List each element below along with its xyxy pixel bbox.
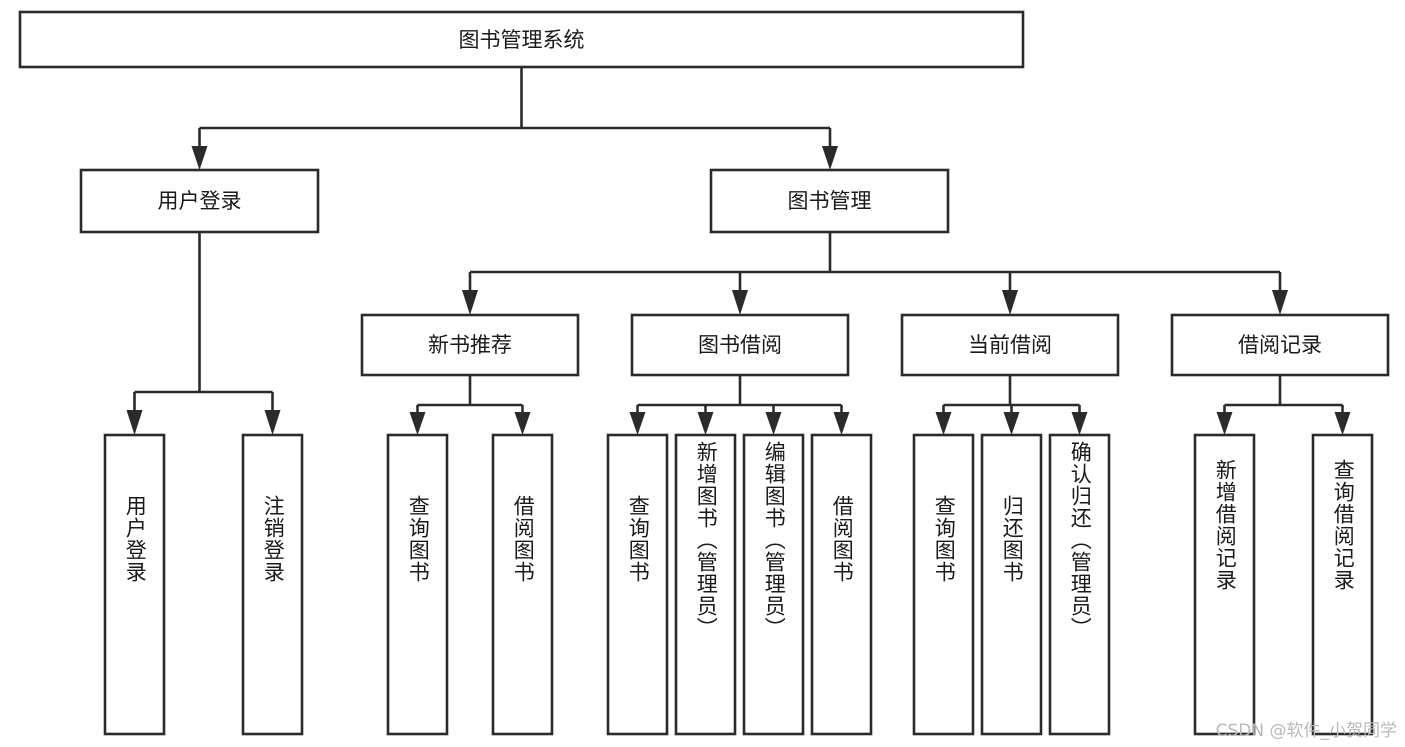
node-leaf-add-book-label: 新增图书（管理员） (694, 441, 719, 639)
node-leaf-return-book-label: 归还图书 (1000, 495, 1025, 583)
arrow-head-user-login (191, 146, 208, 170)
node-leaf-edit-book-label: 编辑图书（管理员） (762, 441, 787, 639)
node-leaf-logout-login[interactable] (241, 433, 304, 736)
arrow-head-leaf-logout-login (264, 410, 281, 435)
node-leaf-add-record-label: 新增借阅记录 (1213, 459, 1238, 591)
node-leaf-query-book-1-label: 查询图书 (406, 495, 431, 583)
node-current-borrow[interactable] (900, 313, 1120, 377)
node-leaf-borrow-book-1-label-wrap: 借阅图书 (493, 435, 552, 734)
node-leaf-borrow-book-1-label: 借阅图书 (511, 495, 536, 583)
node-leaf-add-book-label-wrap: 新增图书（管理员） (676, 435, 735, 734)
node-leaf-add-record-label-wrap: 新增借阅记录 (1195, 435, 1254, 734)
node-new-book-recommend-label: 新书推荐 (428, 333, 512, 357)
arrow-head-book-borrow (732, 290, 748, 315)
connector-group-borrow-record (1216, 375, 1351, 435)
node-leaf-query-book-2-label: 查询图书 (626, 495, 651, 583)
node-borrow-record[interactable] (1170, 313, 1390, 377)
node-leaf-query-book-1-label-wrap: 查询图书 (388, 435, 447, 734)
node-leaf-borrow-book-2-label: 借阅图书 (830, 495, 855, 583)
node-leaf-borrow-book-1[interactable] (491, 433, 554, 736)
arrow-head-leaf-query-book-1 (409, 412, 426, 435)
node-leaf-query-book-3-label-wrap: 查询图书 (914, 435, 973, 734)
arrow-head-leaf-confirm-return (1071, 412, 1088, 435)
arrow-head-book-manage (822, 146, 838, 170)
connector-group-book-borrow (629, 375, 850, 435)
node-root[interactable] (18, 10, 1025, 69)
node-leaf-logout-login-label-wrap: 注销登录 (243, 435, 302, 734)
connector-group-current-borrow (935, 375, 1088, 435)
arrow-head-borrow-record (1272, 290, 1288, 315)
node-leaf-return-book[interactable] (980, 433, 1043, 736)
node-current-borrow-label: 当前借阅 (968, 333, 1052, 357)
node-leaf-query-book-2-label-wrap: 查询图书 (608, 435, 667, 734)
node-leaf-query-record[interactable] (1311, 433, 1374, 736)
node-new-book-recommend[interactable] (360, 313, 580, 377)
node-leaf-edit-book-label-wrap: 编辑图书（管理员） (744, 435, 803, 734)
arrow-head-leaf-query-record (1334, 412, 1351, 435)
arrow-head-current-borrow (1002, 290, 1018, 315)
arrow-head-leaf-borrow-book-2 (833, 412, 850, 435)
node-book-borrow-label: 图书借阅 (698, 333, 782, 357)
node-leaf-return-book-label-wrap: 归还图书 (982, 435, 1041, 734)
arrow-head-leaf-user-login (126, 410, 143, 435)
node-leaf-edit-book[interactable] (742, 433, 805, 736)
arrow-head-leaf-query-book-2 (629, 412, 646, 435)
node-leaf-query-book-3-label: 查询图书 (932, 495, 957, 583)
node-user-login[interactable] (79, 168, 320, 234)
connector-group-new-book-recommend (409, 375, 531, 435)
node-leaf-query-book-1[interactable] (386, 433, 449, 736)
node-leaf-user-login-label: 用户登录 (123, 495, 148, 583)
node-leaf-add-book[interactable] (674, 433, 737, 736)
arrow-head-new-book-recommend (462, 290, 478, 315)
node-user-login-label: 用户登录 (158, 189, 242, 213)
arrow-head-leaf-borrow-book-1 (514, 412, 531, 435)
node-borrow-record-label: 借阅记录 (1238, 333, 1322, 357)
node-leaf-add-record[interactable] (1193, 433, 1256, 736)
node-leaf-confirm-return-label: 确认归还（管理员） (1068, 441, 1093, 639)
connector-group-root (191, 67, 838, 170)
node-leaf-query-book-3[interactable] (912, 433, 975, 736)
node-book-borrow[interactable] (630, 313, 850, 377)
arrow-head-leaf-query-book-3 (935, 412, 952, 435)
node-leaf-logout-login-label: 注销登录 (261, 495, 286, 583)
arrow-head-leaf-add-record (1216, 412, 1233, 435)
node-root-label: 图书管理系统 (459, 28, 585, 52)
node-book-manage[interactable] (709, 168, 950, 234)
node-leaf-user-login[interactable] (103, 433, 166, 736)
node-book-manage-label: 图书管理 (788, 189, 872, 213)
node-leaf-confirm-return[interactable] (1048, 433, 1111, 736)
node-leaf-query-record-label-wrap: 查询借阅记录 (1313, 435, 1372, 734)
connector-group-user-login (126, 232, 281, 435)
node-leaf-user-login-label-wrap: 用户登录 (105, 435, 164, 734)
node-leaf-query-record-label: 查询借阅记录 (1331, 459, 1356, 591)
node-leaf-borrow-book-2-label-wrap: 借阅图书 (812, 435, 871, 734)
node-leaf-query-book-2[interactable] (606, 433, 669, 736)
arrow-head-leaf-edit-book (765, 412, 782, 435)
node-leaf-confirm-return-label-wrap: 确认归还（管理员） (1050, 435, 1109, 734)
arrow-head-leaf-return-book (1003, 412, 1020, 435)
connector-group-book-manage (462, 232, 1288, 315)
node-leaf-borrow-book-2[interactable] (810, 433, 873, 736)
arrow-head-leaf-add-book (697, 412, 714, 435)
